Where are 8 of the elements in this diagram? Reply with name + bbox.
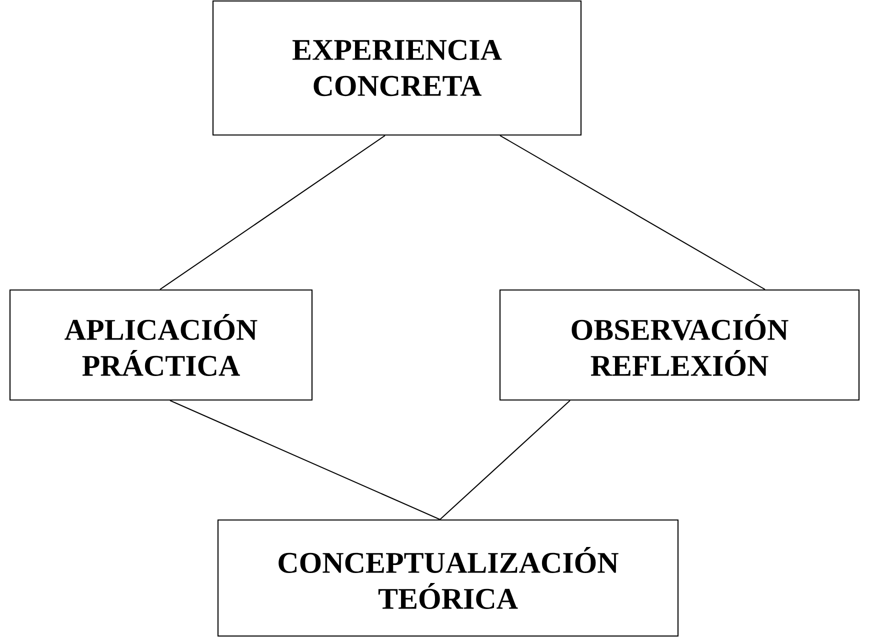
concept-box: CONCEPTUALIZACIÓN TEÓRICA [217,519,679,637]
connector-line [440,400,570,520]
connector-line [170,400,440,520]
connector-line [160,135,386,290]
concept-box: APLICACIÓN PRÁCTICA [9,289,313,401]
concept-box: EXPERIENCIA CONCRETA [212,0,582,136]
connector-line [500,135,766,290]
concept-box: OBSERVACIÓN REFLEXIÓN [499,289,860,401]
